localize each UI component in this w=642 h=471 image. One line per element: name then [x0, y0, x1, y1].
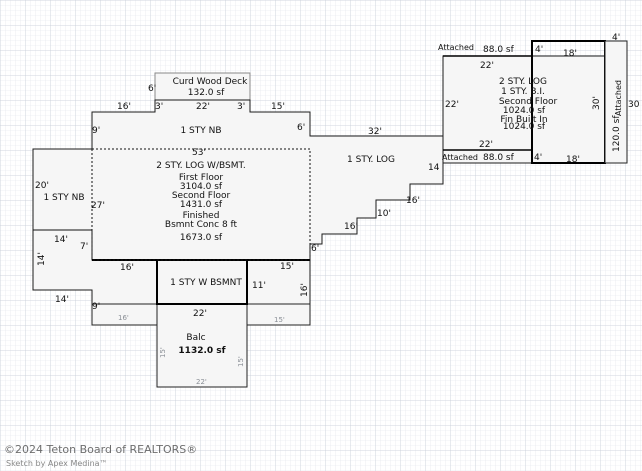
dim-3-right: 3' — [237, 102, 245, 112]
dim-14-low: 14' — [55, 295, 69, 305]
dim-4-right-a: 4' — [535, 45, 543, 55]
main-second-floor-label: Second Floor — [172, 191, 231, 201]
dim-32: 32' — [368, 127, 382, 137]
nb-top-label: 1 STY NB — [180, 126, 221, 136]
nb-left-label: 1 STY NB — [43, 193, 84, 203]
dim-22-right-low: 22' — [479, 140, 493, 150]
main-bsmt-label: Bsmnt Conc 8 ft — [165, 220, 238, 230]
dim-16-top: 16' — [117, 102, 131, 112]
main-finished-label: Finished — [183, 211, 220, 221]
bsmnt-label: 1 STY W BSMNT — [170, 278, 242, 288]
main-dashed-box — [91, 148, 311, 261]
right-fin-built: Fin Built In — [500, 115, 547, 125]
dim-22-bsmnt: 22' — [193, 309, 207, 319]
attached-top-label: Attached — [438, 43, 474, 52]
dim-grey-22: 22' — [196, 378, 207, 386]
right-fin-area: 1024.0 sf — [503, 122, 546, 132]
dim-7: 7' — [80, 242, 88, 252]
dim-22-top: 22' — [196, 102, 210, 112]
dim-6-mid: 6' — [297, 123, 305, 133]
dim-grey-15-a: 15' — [274, 316, 285, 324]
dim-9-low: 9' — [92, 302, 100, 312]
copyright-watermark: ©2024 Teton Board of REALTORS® — [4, 443, 197, 456]
dim-grey-15-c: 15' — [237, 356, 245, 367]
dim-18-right-b: 18' — [566, 155, 580, 165]
dim-14-right: 14 — [428, 163, 440, 173]
attached-right-label: Attached — [614, 80, 623, 116]
dim-4-right-c: 4' — [534, 153, 542, 163]
dim-18-right-a: 18' — [563, 49, 577, 59]
dim-15-top: 15' — [271, 102, 285, 112]
main-second-floor-area: 1431.0 sf — [180, 200, 223, 210]
dim-16-right: 16' — [406, 196, 420, 206]
balc-area: 1132.0 sf — [178, 346, 225, 356]
dim-6-low: 6' — [311, 244, 319, 254]
dim-15-bsmnt: 15' — [280, 262, 294, 272]
attached-right-area: 120.0 sf — [612, 115, 622, 152]
dim-10: 10' — [377, 209, 391, 219]
dim-22-right-top: 22' — [480, 61, 494, 71]
balc-outline — [91, 303, 311, 388]
dim-16-mid: 16' — [344, 222, 358, 232]
dim-grey-15-b: 15' — [159, 347, 167, 358]
attached-bottom-area: 88.0 sf — [483, 153, 515, 163]
main-bsmt-area: 1673.0 sf — [180, 233, 223, 243]
balc-label: Balc — [186, 333, 205, 343]
main-first-floor-label: First Floor — [179, 173, 223, 183]
right-second-area: 1024.0 sf — [503, 106, 546, 116]
dim-9-left: 9' — [92, 126, 100, 136]
dim-14-left: 14' — [54, 235, 68, 245]
dim-deck-6: 6' — [148, 84, 156, 94]
dim-27: 27' — [91, 201, 105, 211]
log-label: 1 STY. LOG — [347, 155, 395, 165]
deck-shape — [154, 72, 251, 101]
attached-bottom-label: Attached — [442, 153, 478, 162]
deck-area: 132.0 sf — [188, 88, 225, 98]
right-building — [442, 55, 606, 164]
main-label: 2 STY. LOG W/BSMT. — [156, 161, 246, 171]
dim-20: 20' — [35, 181, 49, 191]
attached-top-area: 88.0 sf — [483, 45, 515, 55]
dim-30-right: 30' — [592, 96, 602, 110]
dim-3-left: 3' — [155, 102, 163, 112]
right-title: 2 STY. LOG — [499, 77, 547, 87]
main-first-floor-area: 3104.0 sf — [180, 182, 223, 192]
dim-22-right-mid: 22' — [445, 100, 459, 110]
dim-11: 11' — [252, 281, 266, 291]
dim-16-vert: 16' — [300, 283, 310, 297]
sketch-credit-watermark: Sketch by Apex Medina™ — [6, 459, 108, 468]
deck-label: Curd Wood Deck — [173, 77, 248, 87]
dim-30-edge: 30 — [628, 100, 640, 110]
attached-right-box — [604, 40, 628, 164]
dim-grey-16: 16' — [118, 314, 129, 322]
dim-16-bsmnt: 16' — [120, 263, 134, 273]
dim-53: 53' — [192, 148, 206, 158]
right-bi: 1 STY. B.I. — [501, 87, 545, 97]
dim-14-vert: 14' — [37, 252, 47, 266]
dim-4-right-b: 4' — [612, 33, 620, 43]
right-second-floor: Second Floor — [499, 97, 558, 107]
